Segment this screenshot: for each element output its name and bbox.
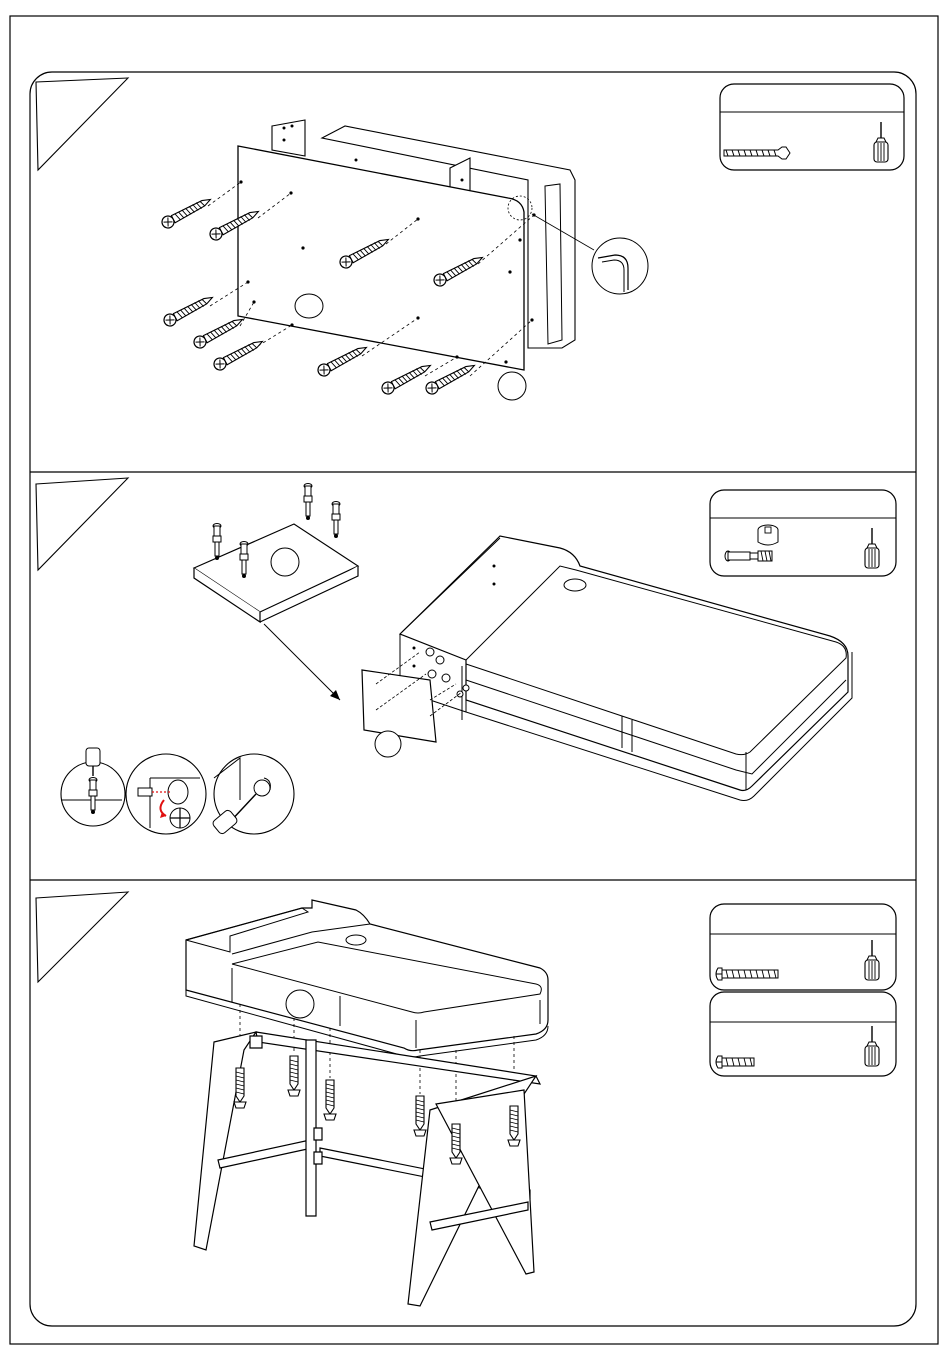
hardware-box-3a	[710, 904, 896, 990]
desk-top	[186, 900, 548, 1057]
insert-cam-lock	[126, 754, 206, 834]
cam-bolt-icon	[725, 551, 772, 561]
hardware-box-2	[710, 490, 896, 576]
screw-10	[424, 360, 477, 396]
bolt-1	[234, 1068, 246, 1108]
screw-6	[192, 314, 245, 350]
step-3	[36, 892, 896, 1306]
bolt-3	[324, 1080, 336, 1120]
cable-hole	[295, 294, 323, 318]
detail-marker	[498, 372, 526, 400]
hardware-box-3b	[710, 992, 896, 1076]
leg-frame	[194, 1032, 540, 1306]
screw-1	[160, 194, 213, 230]
long-bolt-icon	[716, 968, 778, 980]
tighten-cam-lock	[211, 754, 294, 835]
insert-cam-bolt	[61, 748, 125, 826]
step-2	[36, 478, 896, 835]
screw-7	[212, 336, 265, 372]
side-panel-left	[272, 120, 305, 156]
bolt-6	[508, 1106, 520, 1146]
bolt-5	[450, 1124, 462, 1164]
screw-8	[316, 342, 369, 378]
bolt-4	[414, 1096, 426, 1136]
screw-5	[162, 292, 215, 328]
inset-sequence	[61, 748, 294, 835]
step-number-tab-3	[36, 892, 128, 982]
corner-detail	[592, 238, 648, 294]
hardware-box-1	[720, 84, 904, 170]
screw-9	[380, 360, 433, 396]
step-number-tab-2	[36, 478, 128, 570]
shelf-board	[194, 484, 358, 701]
step-1	[36, 78, 904, 400]
short-bolt-icon	[716, 1056, 754, 1068]
bolt-2	[288, 1056, 300, 1096]
step-number-tab-1	[36, 78, 128, 170]
cam-lock-icon	[758, 525, 778, 545]
